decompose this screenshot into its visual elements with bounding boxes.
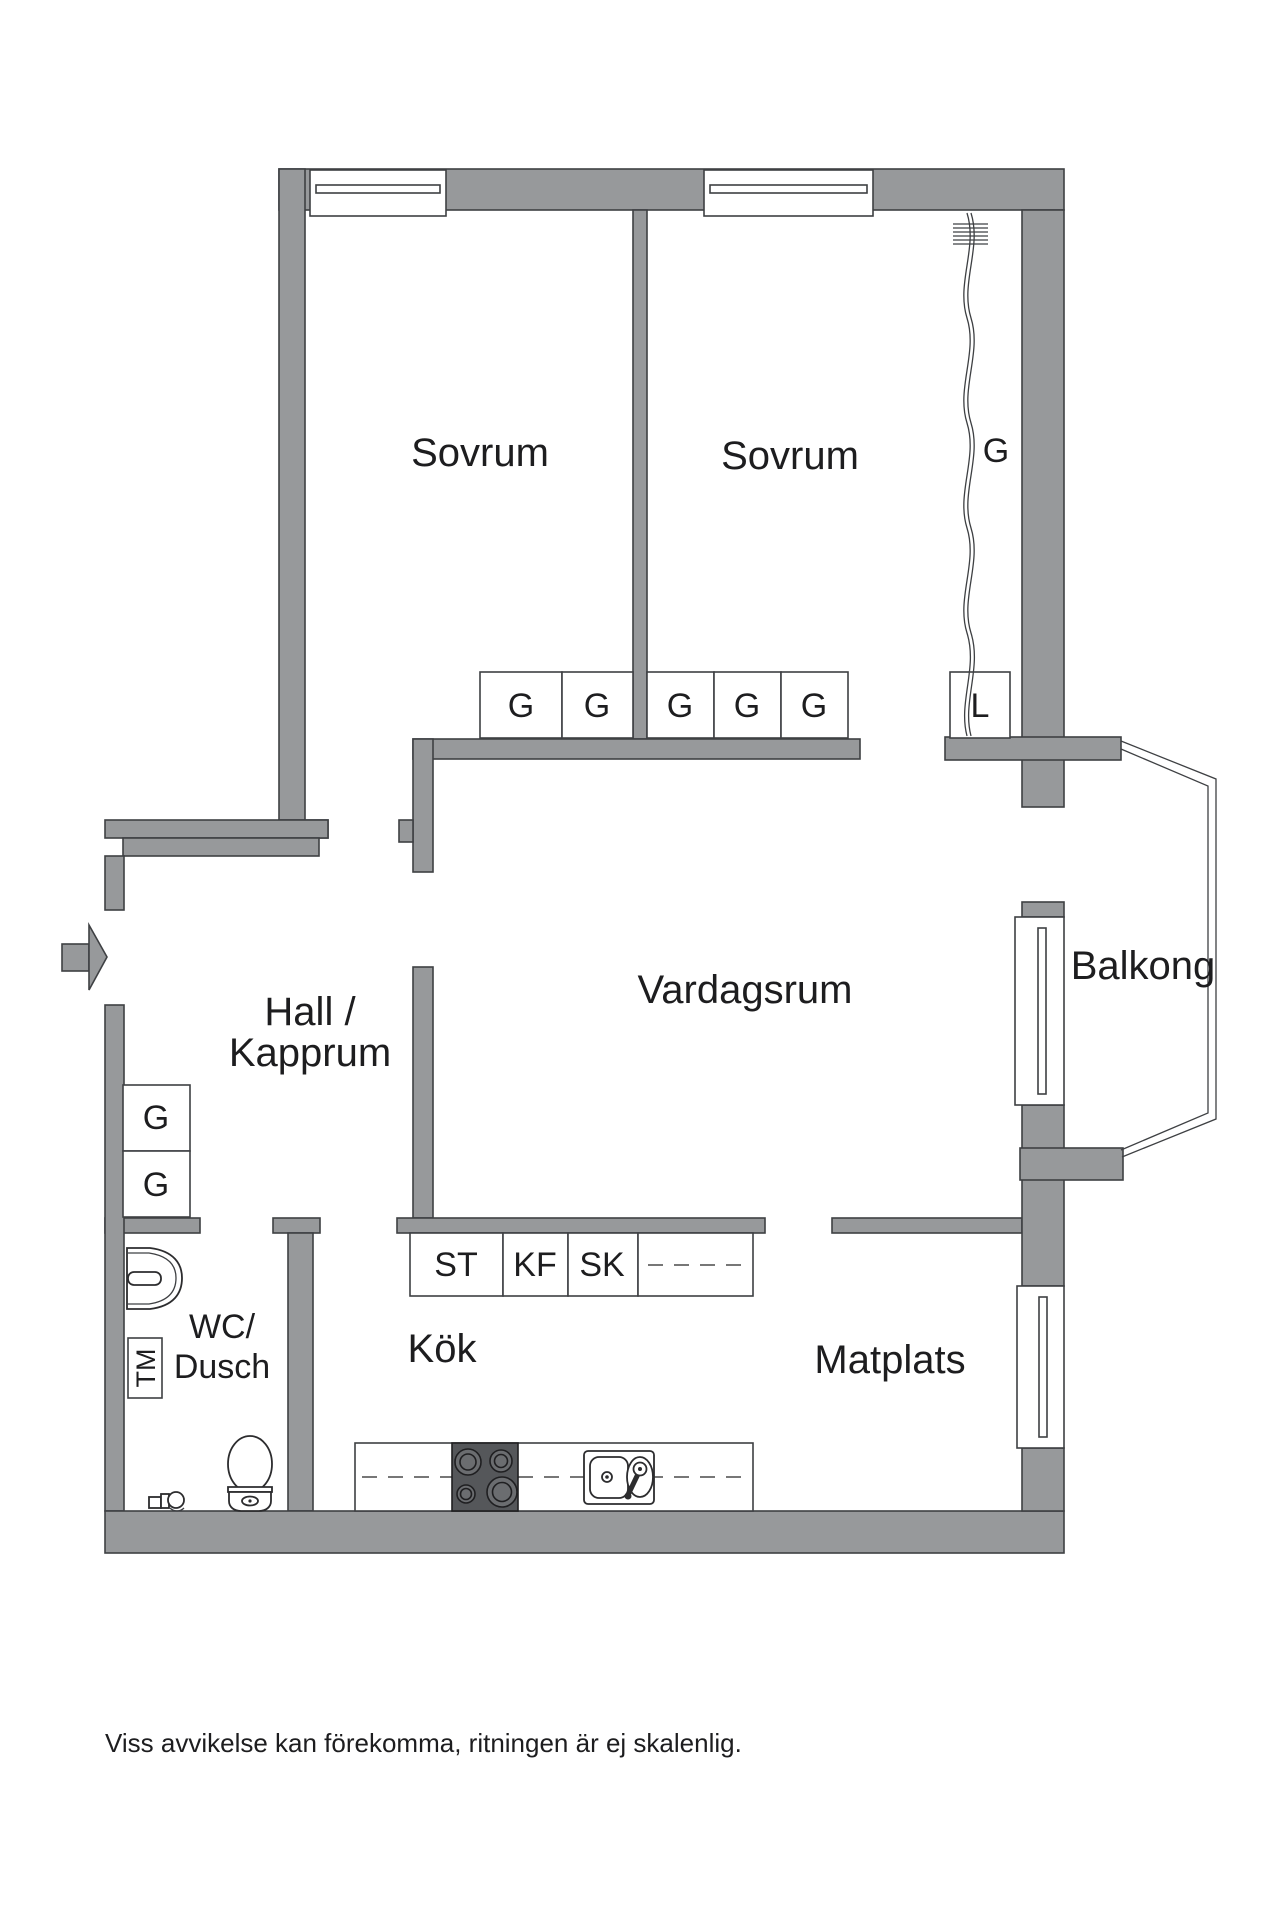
room-labels: Sovrum Sovrum Vardagsrum Hall / Kapprum … — [174, 431, 1215, 1386]
bathroom-fixtures — [126, 1247, 273, 1512]
room-label-bedroom-1: Sovrum — [411, 431, 549, 475]
room-label-wc-line1: WC/ — [189, 1308, 256, 1346]
closet-label-g: G — [801, 687, 827, 725]
room-label-wc-line2: Dusch — [174, 1348, 270, 1386]
room-label-bedroom-2: Sovrum — [721, 434, 859, 478]
kitchen-counter — [354, 1442, 754, 1512]
room-label-balcony: Balkong — [1071, 944, 1216, 988]
curtain-hatch-icon — [953, 223, 988, 245]
washing-machine-box — [127, 1337, 163, 1399]
closet-label-g: G — [508, 687, 534, 725]
closet-label-g: G — [584, 687, 610, 725]
entrance-arrow-icon — [61, 921, 108, 991]
disclaimer-text: Viss avvikelse kan förekomma, ritningen … — [105, 1728, 742, 1758]
appliance-label-tm: TM — [131, 1349, 161, 1388]
windows — [309, 169, 1065, 1449]
toilet-icon — [227, 1435, 273, 1512]
room-label-kitchen: Kök — [408, 1327, 478, 1371]
room-label-hall-line2: Kapprum — [229, 1031, 391, 1075]
closet-label-g: G — [734, 687, 760, 725]
balcony-railing — [1120, 740, 1217, 1158]
curtain-line — [953, 212, 988, 737]
washbasin-icon — [126, 1247, 183, 1310]
floor-drain-icon — [148, 1491, 185, 1512]
room-label-hall-line1: Hall / — [264, 990, 356, 1034]
window-bedroom1 — [309, 169, 447, 217]
appliance-label-st: ST — [434, 1246, 477, 1284]
closet-label-g: G — [667, 687, 693, 725]
stove-icon — [451, 1442, 519, 1512]
wardrobe-label-g: G — [983, 432, 1009, 470]
closet-labels: G G G G G G L G G ST KF SK TM — [131, 432, 1009, 1387]
walls — [104, 168, 1124, 1554]
appliance-label-kf: KF — [513, 1246, 556, 1284]
room-label-livingroom: Vardagsrum — [638, 968, 853, 1012]
closet-label-l: L — [971, 687, 990, 725]
closet-boxes — [122, 671, 1011, 1297]
window-livingroom — [1014, 916, 1065, 1106]
room-label-dining: Matplats — [814, 1338, 965, 1382]
window-bedroom2 — [703, 169, 874, 217]
kitchen-sink-icon — [583, 1450, 655, 1505]
closet-label-g: G — [143, 1099, 169, 1137]
appliance-label-sk: SK — [579, 1246, 625, 1284]
closet-label-g: G — [143, 1166, 169, 1204]
window-dining — [1016, 1285, 1065, 1449]
